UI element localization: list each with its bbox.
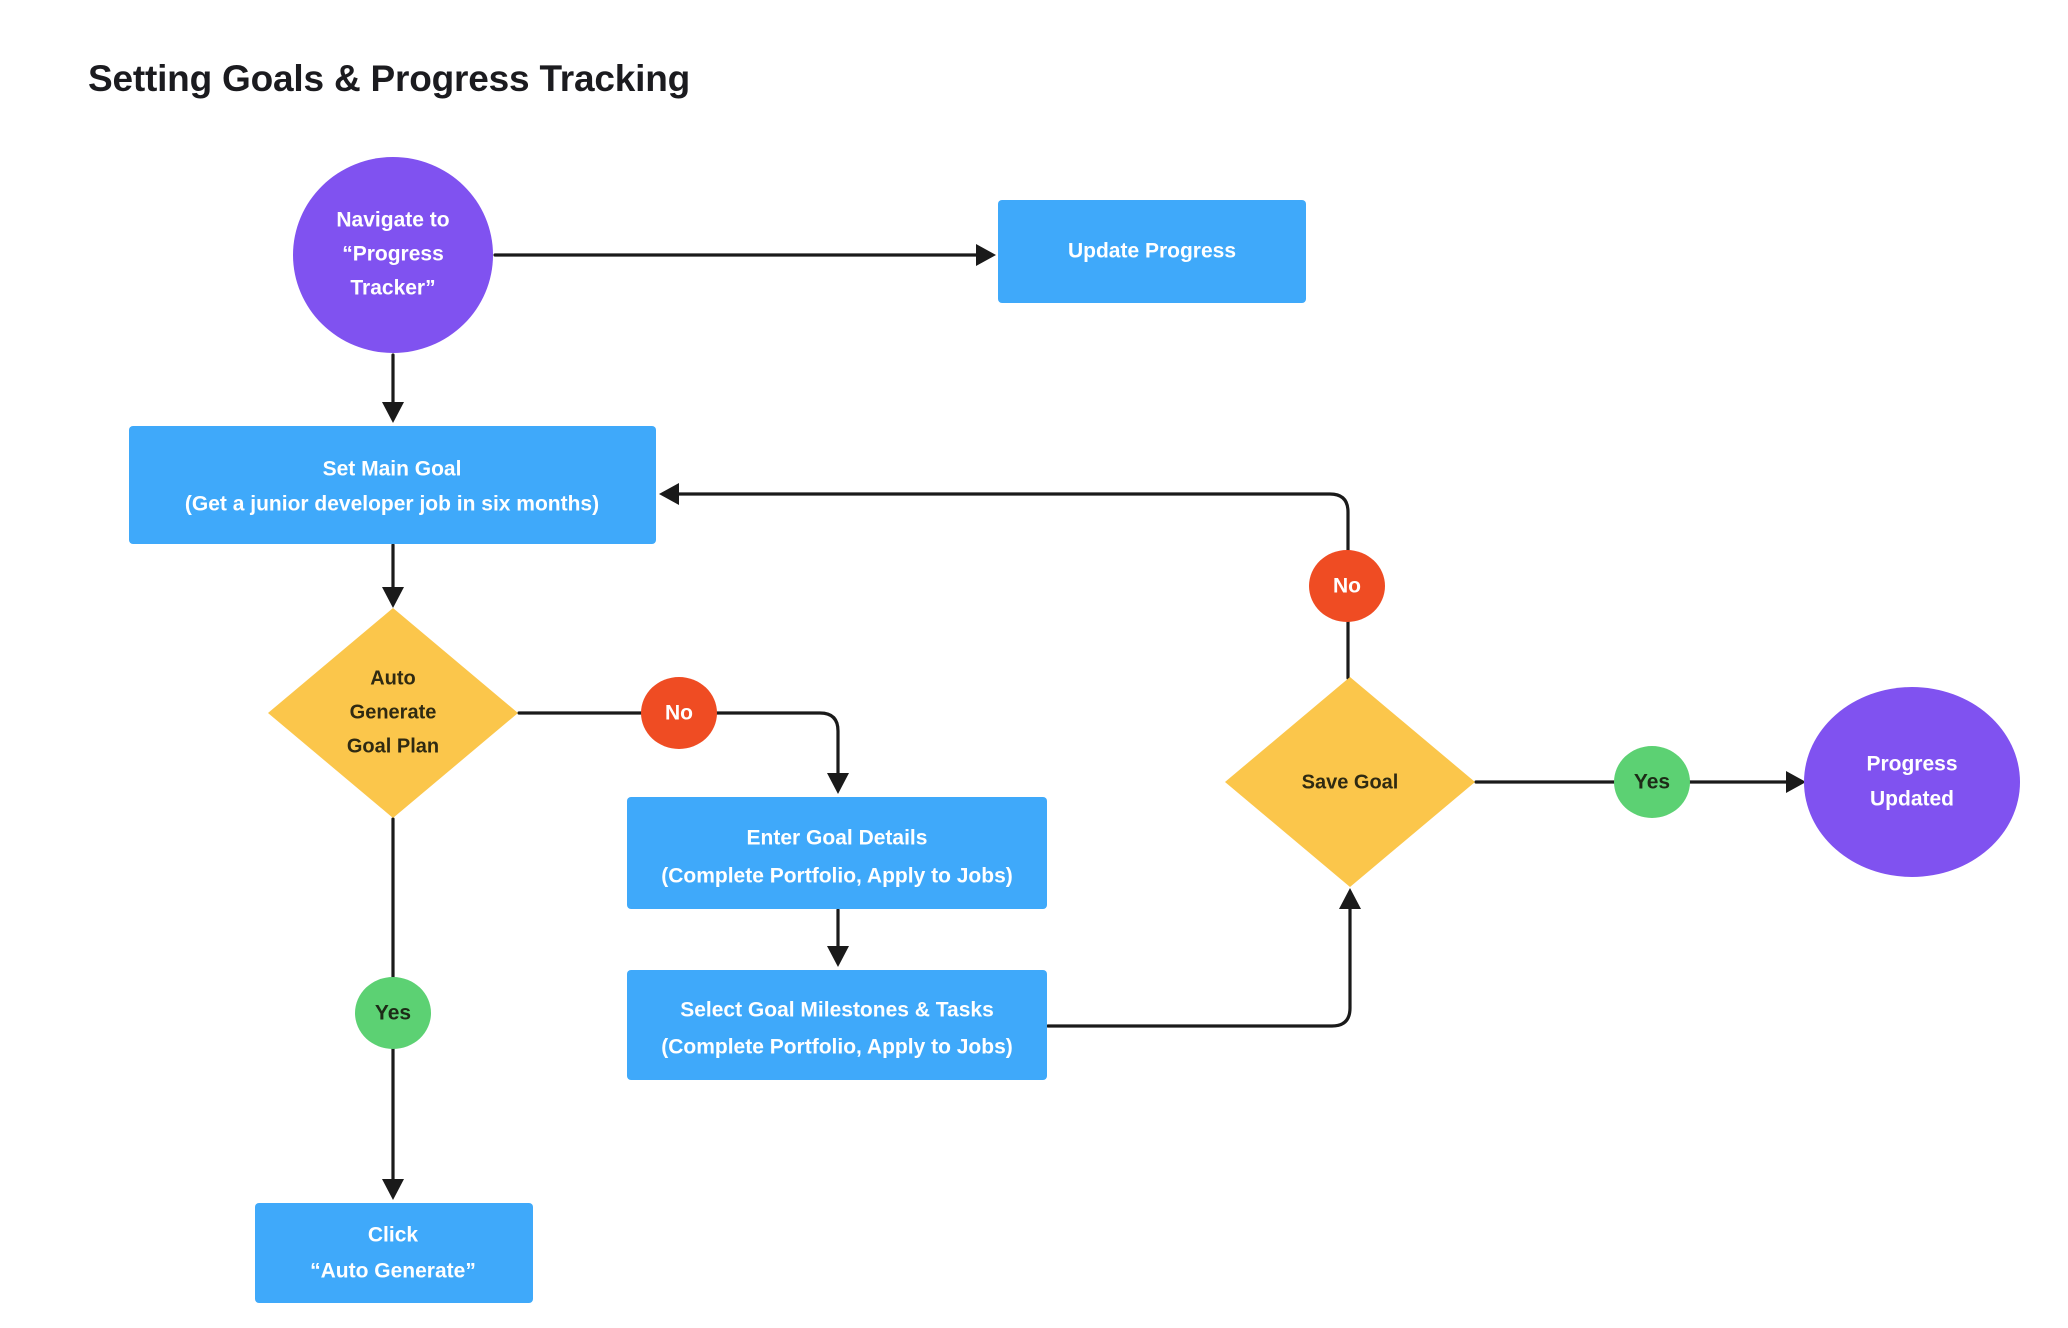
arrow-progress-updated-icon <box>1786 771 1806 793</box>
badge-shape-circle[interactable] <box>1309 550 1385 622</box>
node-auto-generate-goal-plan[interactable]: Auto Generate Goal Plan <box>268 608 518 818</box>
node-shape-rect[interactable] <box>627 970 1047 1080</box>
badge-no-save-goal[interactable]: No <box>1309 550 1385 622</box>
node-shape-rect[interactable] <box>129 426 656 544</box>
badge-shape-circle[interactable] <box>641 677 717 749</box>
node-click-auto-generate[interactable]: Click “Auto Generate” <box>255 1203 533 1303</box>
badge-no-auto-generate[interactable]: No <box>641 677 717 749</box>
arrowheads-layer <box>382 244 1806 1200</box>
node-shape-diamond[interactable] <box>268 608 518 818</box>
arrow-click-auto-top-icon <box>382 1179 404 1200</box>
node-shape-circle[interactable] <box>1804 687 2020 877</box>
node-save-goal[interactable]: Save Goal <box>1225 677 1475 887</box>
node-shape-rect[interactable] <box>998 200 1306 303</box>
edge-milestones-to-save-goal <box>1046 895 1352 1028</box>
arrow-update-progress-icon <box>976 244 996 266</box>
edges-layer <box>391 253 1796 1195</box>
node-enter-goal-details[interactable]: Enter Goal Details (Complete Portfolio, … <box>627 797 1047 909</box>
arrow-enter-details-top-icon <box>827 773 849 794</box>
badge-yes-auto-generate[interactable]: Yes <box>355 977 431 1049</box>
node-select-goal-milestones[interactable]: Select Goal Milestones & Tasks (Complete… <box>627 970 1047 1080</box>
node-progress-updated[interactable]: Progress Updated <box>1804 687 2020 877</box>
node-update-progress[interactable]: Update Progress <box>998 200 1306 303</box>
edge-auto-generate-no-to-enter-details <box>517 711 840 789</box>
arrow-save-goal-bottom-icon <box>1339 888 1361 909</box>
arrow-set-main-goal-top-icon <box>382 402 404 423</box>
node-set-main-goal[interactable]: Set Main Goal (Get a junior developer jo… <box>129 426 656 544</box>
arrow-set-main-goal-right-icon <box>659 483 679 505</box>
badge-shape-circle[interactable] <box>1614 746 1690 818</box>
badge-yes-save-goal[interactable]: Yes <box>1614 746 1690 818</box>
node-shape-diamond[interactable] <box>1225 677 1475 887</box>
badge-shape-circle[interactable] <box>355 977 431 1049</box>
node-shape-circle[interactable] <box>293 157 493 353</box>
edge-save-goal-no-to-set-main-goal <box>664 492 1350 680</box>
arrow-milestones-top-icon <box>827 946 849 967</box>
node-shape-rect[interactable] <box>255 1203 533 1303</box>
arrow-auto-generate-top-icon <box>382 587 404 608</box>
node-navigate-to-progress-tracker[interactable]: Navigate to “Progress Tracker” <box>293 157 493 353</box>
node-shape-rect[interactable] <box>627 797 1047 909</box>
page-title: Setting Goals & Progress Tracking <box>88 58 691 99</box>
